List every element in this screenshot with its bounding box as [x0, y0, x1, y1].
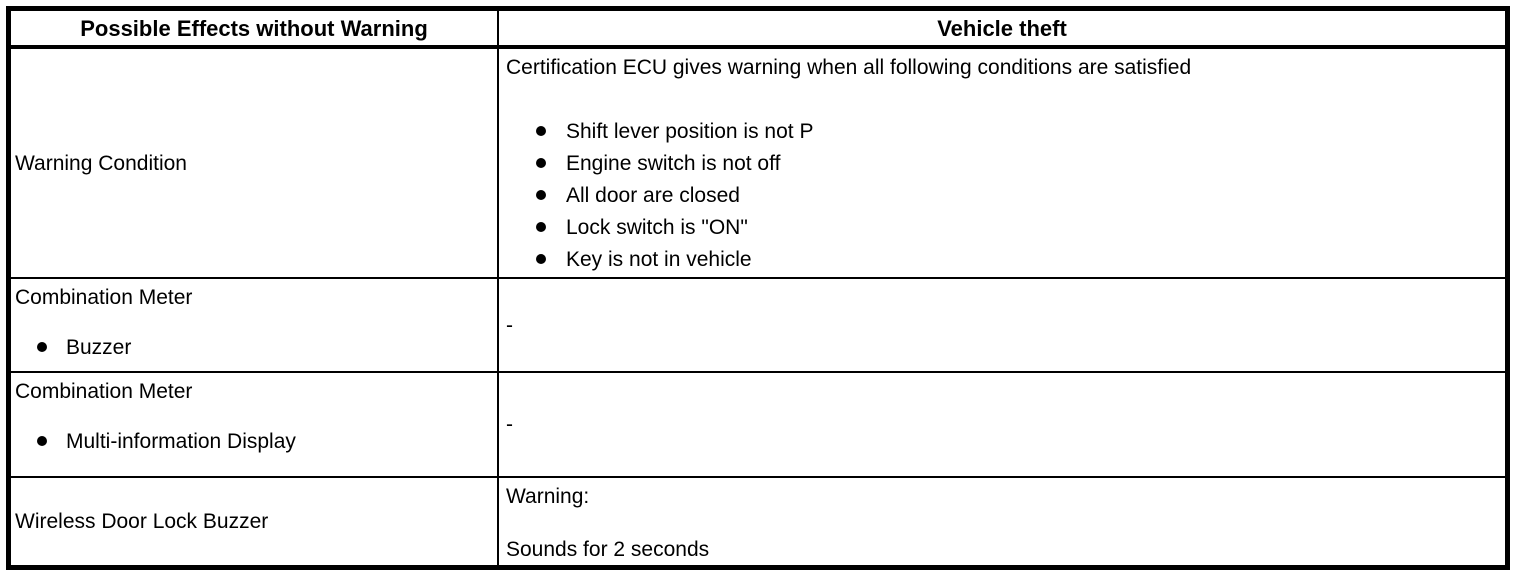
- row-warning-condition-value-cell: Certification ECU gives warning when all…: [497, 45, 1505, 277]
- warning-condition-list: Shift lever position is not P Engine swi…: [506, 115, 1505, 275]
- dash-value: -: [506, 313, 513, 337]
- row-wireless-door-lock-label-cell: Wireless Door Lock Buzzer: [11, 476, 497, 565]
- bullet-icon: [536, 222, 546, 232]
- row-combination-meter-buzzer-label-cell: Combination Meter Buzzer: [11, 277, 497, 371]
- bullet-icon: [37, 342, 47, 352]
- vehicle-theft-effects-table: Possible Effects without Warning Vehicle…: [6, 6, 1510, 570]
- list-item-text: Key is not in vehicle: [566, 247, 752, 271]
- list-item-text: Shift lever position is not P: [566, 119, 814, 143]
- warning-description: Sounds for 2 seconds: [506, 538, 710, 561]
- list-item: Buzzer: [15, 331, 497, 363]
- list-item: All door are closed: [506, 179, 1505, 211]
- row-combination-meter-buzzer-value-cell: -: [497, 277, 1505, 371]
- header-vehicle-theft: Vehicle theft: [497, 11, 1505, 45]
- combination-meter-label: Combination Meter: [15, 380, 193, 403]
- list-item-text: All door are closed: [566, 183, 740, 207]
- list-item: Key is not in vehicle: [506, 243, 1505, 275]
- list-item-text: Lock switch is "ON": [566, 215, 748, 239]
- row-combination-meter-mid-label-cell: Combination Meter Multi-information Disp…: [11, 371, 497, 476]
- wireless-door-lock-label: Wireless Door Lock Buzzer: [15, 510, 269, 533]
- dash-value: -: [506, 413, 513, 436]
- warning-condition-intro: Certification ECU gives warning when all…: [506, 56, 1192, 79]
- list-item: Multi-information Display: [15, 425, 497, 457]
- bullet-icon: [536, 158, 546, 168]
- bullet-icon: [536, 254, 546, 264]
- warning-condition-label: Warning Condition: [15, 151, 187, 175]
- warning-title: Warning:: [506, 485, 590, 508]
- header-possible-effects: Possible Effects without Warning: [80, 15, 428, 41]
- list-item: Shift lever position is not P: [506, 115, 1505, 147]
- row-combination-meter-mid-value-cell: -: [497, 371, 1505, 476]
- bullet-icon: [536, 190, 546, 200]
- list-item-text: Multi-information Display: [66, 429, 296, 453]
- row-wireless-door-lock-value-cell: Warning: Sounds for 2 seconds: [497, 476, 1505, 565]
- combination-meter-label: Combination Meter: [15, 286, 193, 309]
- bullet-icon: [37, 436, 47, 446]
- list-item-text: Buzzer: [66, 335, 132, 359]
- row-warning-condition-label-cell: Warning Condition: [11, 45, 497, 277]
- list-item: Lock switch is "ON": [506, 211, 1505, 243]
- bullet-icon: [536, 126, 546, 136]
- list-item: Engine switch is not off: [506, 147, 1505, 179]
- list-item-text: Engine switch is not off: [566, 151, 781, 175]
